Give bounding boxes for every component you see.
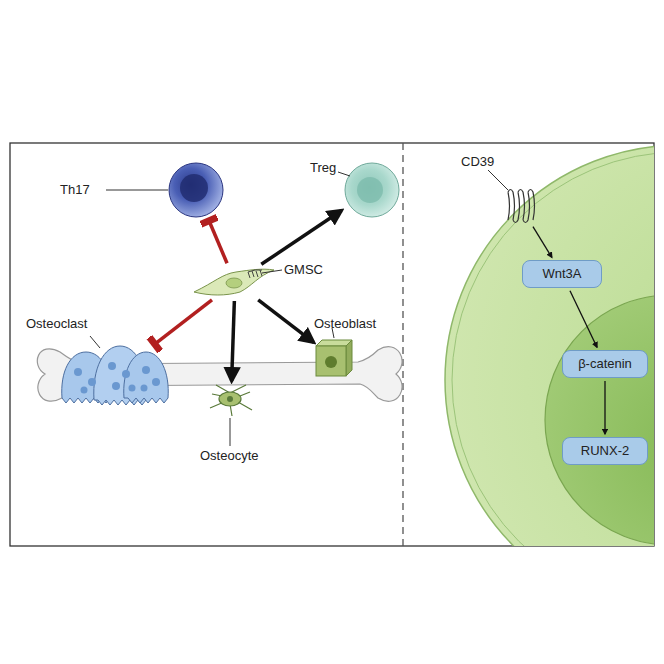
arrow xyxy=(570,291,597,348)
box-label: Wnt3A xyxy=(542,266,581,282)
process-box: Wnt3A xyxy=(522,260,602,288)
cell-membrane xyxy=(452,152,654,546)
cell-label: Th17 xyxy=(60,182,90,198)
box-label: β-catenin xyxy=(578,356,632,372)
arrow xyxy=(258,300,313,343)
leader-line xyxy=(262,270,282,273)
divider xyxy=(402,143,403,546)
osteoblast-figure xyxy=(316,340,352,376)
th17-figure xyxy=(169,163,223,217)
osteocyte-figure xyxy=(210,385,252,416)
treg-figure xyxy=(345,163,399,217)
treg-cell: Treg xyxy=(344,162,400,218)
process-box: β-catenin xyxy=(562,350,648,378)
arrow xyxy=(261,210,341,264)
cell-label: Treg xyxy=(310,160,336,176)
cell-label: CD39 xyxy=(461,154,494,170)
cell-label: Osteoclast xyxy=(26,316,87,332)
osteoclast-cell: Osteoclast xyxy=(62,346,168,404)
gmsc-cell: GMSC xyxy=(194,266,276,298)
cell-label: Osteocyte xyxy=(200,448,259,464)
arrow xyxy=(604,381,605,434)
osteocyte-cell: Osteocyte xyxy=(210,384,252,416)
leader-line xyxy=(230,418,231,446)
inhibition-line xyxy=(155,300,212,344)
osteoblast-cell: Osteoblast xyxy=(316,340,352,376)
leader-line xyxy=(106,190,168,191)
arrow xyxy=(533,227,552,258)
th17-cell: Th17 xyxy=(168,162,224,218)
leader-line xyxy=(90,336,100,348)
treg-nucleus xyxy=(357,177,383,203)
process-box: RUNX-2 xyxy=(562,437,648,465)
cd39-receptor: CD39 xyxy=(505,190,537,224)
receptor-symbol xyxy=(508,190,535,223)
leader-line xyxy=(488,170,508,190)
osteoclast-figure xyxy=(62,346,169,405)
cell-body xyxy=(445,145,654,546)
leader-line xyxy=(338,172,350,176)
cell-label: GMSC xyxy=(284,262,323,278)
nucleus xyxy=(545,295,654,545)
cell-label: Osteoblast xyxy=(314,316,376,332)
arrow xyxy=(232,301,235,381)
box-label: RUNX-2 xyxy=(581,443,629,459)
inhibition-line xyxy=(209,221,227,263)
th17-nucleus xyxy=(180,174,208,202)
gmsc-figure xyxy=(194,269,274,295)
